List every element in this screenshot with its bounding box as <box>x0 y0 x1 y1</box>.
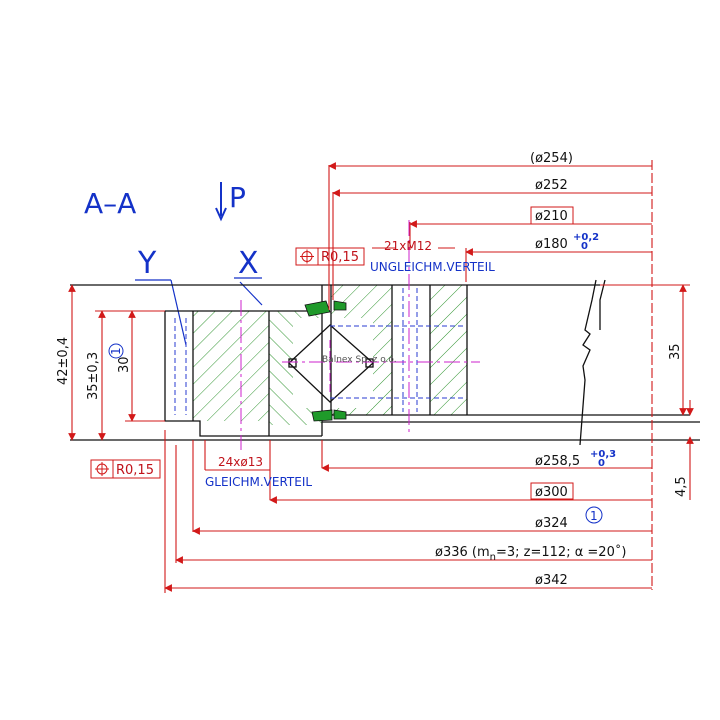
dim-d180-tol-lower: 0 <box>581 241 588 252</box>
height-right-small: 4,5 <box>674 476 689 497</box>
dimension-lines <box>68 160 694 593</box>
dim-d324: ø324 <box>535 516 568 531</box>
height-left-outer: 42±0,4 <box>56 337 71 385</box>
seal-top <box>304 300 331 317</box>
section-title: A–A <box>84 187 136 220</box>
view-arrow-icon <box>215 182 227 222</box>
seal-bottom <box>311 409 333 422</box>
dim-d180: ø180 <box>535 237 568 252</box>
dim-d300: ø300 <box>535 485 568 500</box>
height-right: 35 <box>668 343 683 360</box>
dim-d258: ø258,5 <box>535 454 580 469</box>
dim-d258-tol-upper: +0,3 <box>590 449 616 460</box>
position-tolerance-bottom: R0,15 <box>90 459 161 479</box>
thread-note: UNGLEICHM.VERTEIL <box>370 260 495 274</box>
holes-note: GLEICHM.VERTEIL <box>205 475 312 489</box>
dim-d336: ø336 (mn=3; z=112; α =20˚) <box>435 544 626 563</box>
holes-spec: 24xø13 <box>218 455 263 469</box>
svg-text:R0,15: R0,15 <box>321 250 359 265</box>
dim-d254: (ø254) <box>530 151 573 166</box>
height-left-inner: 35±0,3 <box>86 352 101 400</box>
detail-x-label: X <box>238 246 259 281</box>
svg-text:R0,15: R0,15 <box>116 463 154 478</box>
roller <box>288 324 374 403</box>
view-letter: P <box>229 181 246 214</box>
height-30: 30 <box>117 356 132 373</box>
dim-d342: ø342 <box>535 573 568 588</box>
dim-d180-tol-upper: +0,2 <box>573 232 599 243</box>
outer-ring-hatch <box>193 311 269 421</box>
thread-spec: 21xM12 <box>384 239 432 253</box>
dim-d252: ø252 <box>535 178 568 193</box>
dim-d210: ø210 <box>535 209 568 224</box>
position-tolerance-top: R0,15 <box>295 247 365 266</box>
height-30-ref: 1 <box>109 347 123 355</box>
detail-y-label: Y <box>137 246 157 281</box>
dim-d324-ref: 1 <box>590 509 598 523</box>
dim-d258-tol-lower: 0 <box>598 458 605 469</box>
watermark: Balnex Sp. z o.o. <box>322 355 397 365</box>
bearing-section <box>70 220 700 450</box>
